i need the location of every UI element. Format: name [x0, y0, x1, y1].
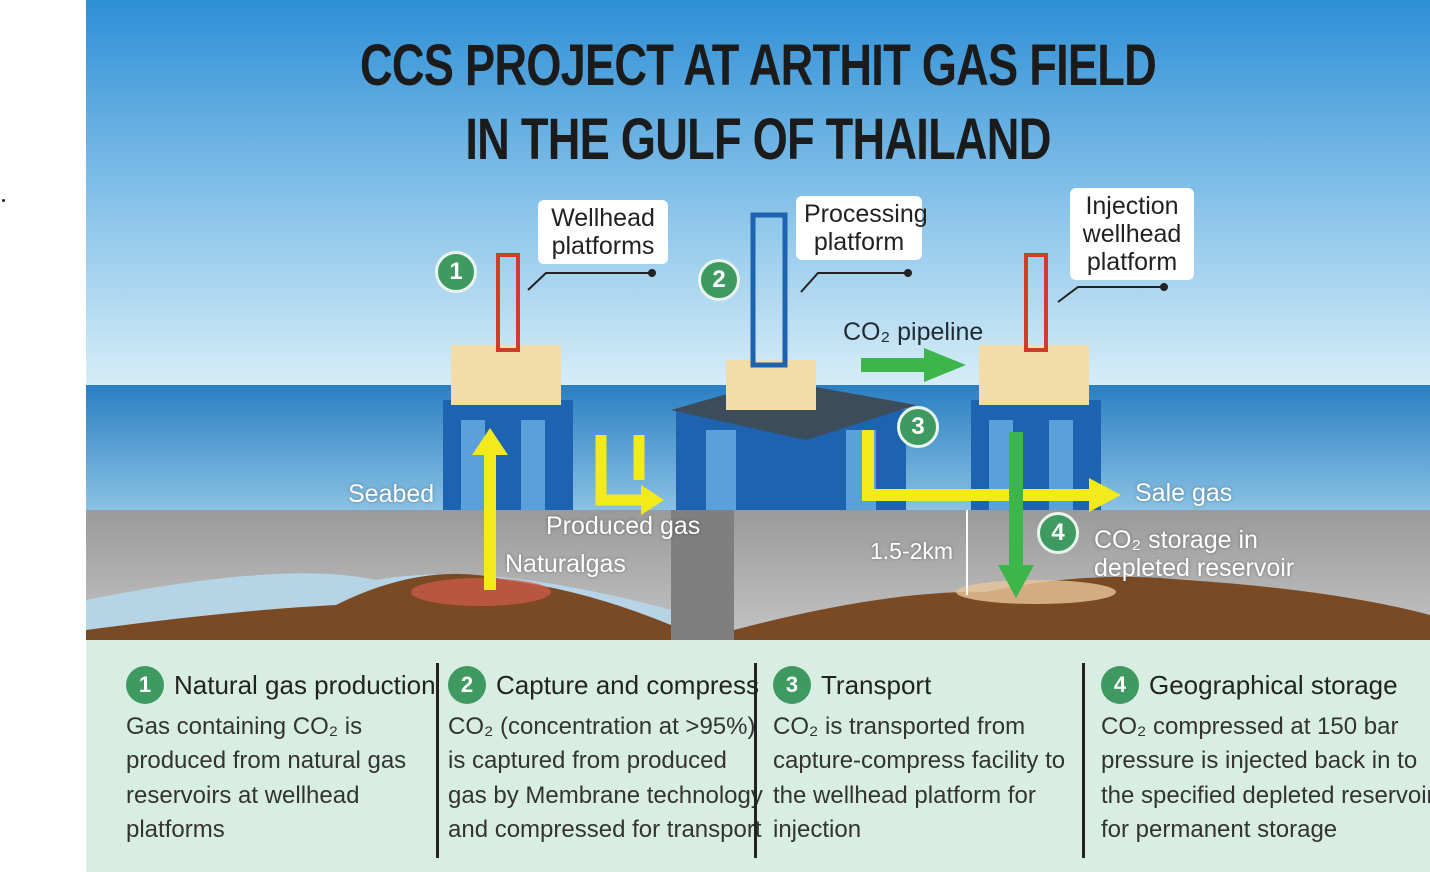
sky: [86, 0, 1430, 390]
callout-lines: [527, 269, 1168, 303]
step-badge-2: 2: [698, 259, 740, 301]
title-line-1: CCS PROJECT AT ARTHIT GAS FIELD: [359, 33, 1157, 98]
stray-dot: [2, 199, 5, 202]
produced-gas-arrowhead: [641, 485, 664, 515]
step-line: for permanent storage: [1101, 815, 1338, 843]
scene-illustration: [86, 0, 1430, 640]
step-line: is captured from produced: [448, 747, 727, 775]
label-line: platform: [1086, 248, 1178, 276]
label-line: platform: [813, 228, 905, 256]
label-sale-gas: Sale gas: [1135, 479, 1233, 507]
step-number: 4: [1101, 666, 1139, 704]
label-natural-gas: Naturalgas: [505, 550, 626, 578]
step-line: CO₂ is transported from: [773, 713, 1026, 740]
processing-platform: [671, 212, 916, 510]
label-co2-pipeline: CO₂ pipeline: [843, 318, 984, 346]
storage-pocket: [956, 580, 1116, 604]
step-4: 4 Geographical storage CO₂ compressed at …: [1101, 664, 1430, 847]
step-line: injection: [773, 815, 862, 843]
steps-panel: 1 Natural gas production Gas containing C…: [86, 640, 1430, 872]
step-number: 2: [448, 666, 486, 704]
step-line: Gas containing CO₂ is: [126, 713, 363, 740]
label-line: Wellhead: [551, 204, 655, 232]
label-processing-platform: Processing platform: [796, 196, 928, 260]
step-title: Transport: [821, 669, 932, 700]
step-3: 3 Transport CO₂ is transported from captur…: [773, 664, 1065, 847]
divider: [754, 663, 757, 858]
step-line: platforms: [126, 815, 225, 843]
pipe-gap: [671, 510, 734, 640]
step-number: 3: [773, 666, 811, 704]
step-2: 2 Capture and compress CO₂ (concentration…: [448, 664, 763, 847]
divider: [436, 663, 439, 858]
label-seabed: Seabed: [348, 480, 435, 508]
step-badge-1: 1: [435, 251, 477, 293]
title-line-2: IN THE GULF OF THAILAND: [465, 107, 1051, 172]
step-line: produced from natural gas: [126, 747, 407, 775]
step-title: Capture and compress: [496, 669, 760, 700]
co2-pipeline-arrowhead: [924, 348, 966, 382]
step-line: CO₂ (concentration at >95%): [448, 713, 756, 740]
co2-pipeline-arrow: [861, 358, 926, 372]
step-title: Natural gas production: [174, 669, 436, 700]
infographic-scene: CCS PROJECT AT ARTHIT GAS FIELD IN THE G…: [86, 0, 1430, 640]
label-line: Injection: [1085, 192, 1179, 220]
step-line: pressure is injected back in to: [1101, 747, 1418, 775]
reservoir-right: [734, 576, 1430, 640]
label-produced-gas: Produced gas: [546, 512, 701, 540]
sale-gas-arrowhead: [1089, 478, 1121, 512]
label-line: wellhead: [1082, 220, 1182, 248]
label-storage-1: CO₂ storage in: [1094, 526, 1258, 554]
label-line: platforms: [551, 232, 655, 260]
step-line: the specified depleted reservoir: [1101, 781, 1430, 809]
divider: [1082, 663, 1085, 858]
label-depth: 1.5-2km: [870, 538, 954, 564]
natural-gas-arrow: [472, 428, 508, 590]
gas-pocket: [411, 578, 551, 606]
injection-arrow: [1009, 432, 1023, 567]
step-line: capture-compress facility to: [773, 747, 1066, 775]
step-line: the wellhead platform for: [773, 781, 1036, 809]
label-line: Processing: [804, 200, 928, 228]
step-line: gas by Membrane technology: [448, 781, 763, 809]
step-badge-4: 4: [1037, 512, 1079, 554]
step-number: 1: [126, 666, 164, 704]
label-injection-wellhead-platform: Injection wellhead platform: [1070, 188, 1194, 280]
label-wellhead-platforms: Wellhead platforms: [538, 200, 668, 264]
injection-arrowhead: [998, 565, 1034, 598]
step-title: Geographical storage: [1149, 669, 1398, 700]
step-line: and compressed for transport: [448, 815, 762, 843]
produced-gas-arrow: [595, 435, 645, 506]
step-line: CO₂ compressed at 150 bar: [1101, 713, 1399, 740]
step-1: 1 Natural gas production Gas containing C…: [126, 664, 436, 847]
step-badge-3: 3: [897, 406, 939, 448]
label-storage-2: depleted reservoir: [1094, 554, 1295, 582]
step-line: reservoirs at wellhead: [126, 781, 360, 809]
